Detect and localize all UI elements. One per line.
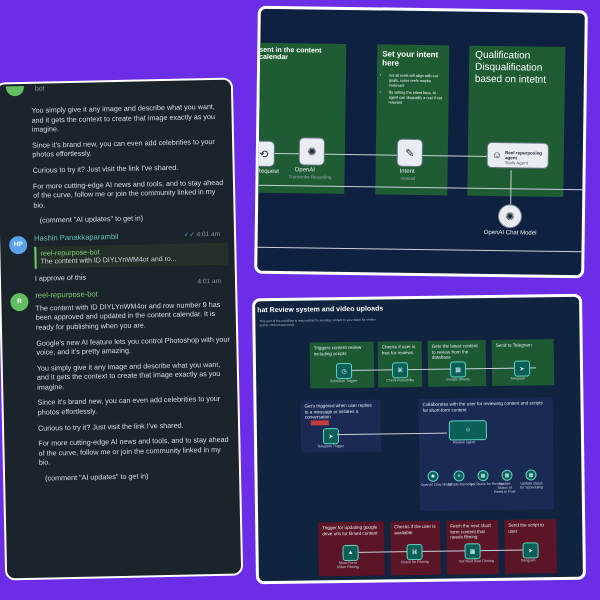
code-icon: ⌘ [397, 367, 404, 374]
note-bullet: not all reels will align with our goals,… [389, 74, 444, 89]
telegram-icon: ➤ [519, 366, 525, 373]
database-icon: ≡ [457, 472, 461, 479]
timestamp: ✓✓ 4:01 am [184, 230, 220, 240]
telegram-icon: ➤ [328, 433, 334, 440]
chat-model-node[interactable]: ✺ [427, 470, 439, 482]
sender-name: bot [34, 85, 45, 93]
bot-message: R reel-repurpose-bot 4:01 am The content… [1, 278, 239, 484]
sheets-icon: ▦ [504, 472, 510, 479]
avatar [5, 85, 25, 97]
sheets-tool-node[interactable]: ▦ [525, 469, 537, 481]
message-paragraph: Since it's brand new, you can even add c… [37, 394, 221, 417]
node-label: Telegram Trigger [317, 444, 345, 449]
node-label: Short Form Video Filming [336, 560, 359, 570]
workflow-canvas-intent: sent in the content calendar Set your in… [254, 5, 588, 279]
node-label: Update status for Scheduling [520, 481, 544, 490]
node-label: Google Sheets [446, 377, 470, 382]
timestamp: 4:01 am [197, 277, 222, 286]
drive-icon: ▲ [347, 549, 354, 557]
status-badge [310, 420, 329, 426]
pencil-icon: ✎ [405, 147, 415, 160]
intent-node[interactable]: ✎ [396, 138, 424, 168]
openai-icon: ✺ [430, 473, 436, 480]
node-label: Schedule Trigger [330, 378, 358, 384]
canvas-guide-line [257, 246, 588, 253]
openai-node[interactable]: ✺ [298, 137, 326, 166]
node-label: OpenAI [294, 167, 315, 174]
node-label: Telegram [510, 376, 525, 381]
node-label: Telegram [520, 558, 536, 563]
avatar: R [10, 293, 29, 312]
message-body: You simply give it any image and describ… [0, 102, 234, 227]
trigger-node[interactable]: ◷ [335, 362, 353, 380]
message-paragraph: Curious to try it? Just visit the link I… [32, 162, 179, 175]
sheets-icon: ▦ [528, 471, 534, 478]
sticky-note-qualification[interactable]: Qualification Disqualification based on … [467, 45, 566, 197]
telegram-trigger-node[interactable]: ➤ [322, 428, 340, 445]
openai-icon: ✺ [307, 145, 317, 159]
workflow-title: hat Review system and video uploads [257, 305, 384, 315]
check-node[interactable]: ⌘ [406, 543, 423, 561]
message-paragraph: You simply give it any image and describ… [31, 101, 216, 134]
sheets-node[interactable]: ▦ [449, 361, 467, 378]
note-bullet: By setting the intent here, AI agent can… [389, 91, 444, 106]
sheets-node[interactable]: ▦ [464, 543, 481, 560]
sticky-note[interactable]: Collaborates with the user for reviewing… [418, 397, 554, 511]
note-bullets: not all reels will align with our goals,… [382, 73, 444, 106]
message-paragraph: For more cutting-edge AI news and tools,… [38, 434, 229, 468]
message-paragraph: Since it's brand new, you can even add c… [32, 136, 215, 160]
node-label: Request [256, 168, 279, 176]
node-label: Review agent [453, 440, 475, 445]
node-sublabel: manual [400, 175, 416, 181]
message-paragraph: Curious to try it? Just visit the link I… [37, 420, 184, 433]
chat-model-node[interactable]: ✺ [497, 204, 523, 229]
avatar: HP [9, 235, 28, 255]
robot-icon: ☺ [491, 149, 503, 161]
message-paragraph: Google's new AI feature lets you control… [36, 334, 230, 357]
node-label: Update Status of Reels to Post [494, 481, 516, 494]
message-paragraph: (comment "AI updates" to get in) [45, 471, 149, 483]
trigger-node[interactable]: ▲ [342, 544, 359, 562]
telegram-node[interactable]: ➤ [522, 542, 539, 559]
node-sublabel: Transcribe Recording [288, 174, 332, 180]
read-check-icon: ✓✓ [183, 231, 197, 239]
reply-quote[interactable]: reel-repurpose-bot The content with ID D… [34, 242, 229, 269]
message-paragraph: You simply give it any image and describ… [36, 359, 221, 392]
telegram-chat-panel: bot You simply give it any image and des… [0, 77, 244, 581]
code-icon: ⌘ [411, 549, 418, 556]
node-label: Reel repurposing agent [504, 150, 543, 161]
webhook-icon: ⟲ [259, 148, 269, 161]
sheets-tool-node[interactable]: ▦ [501, 469, 513, 481]
sheets-icon: ▦ [480, 472, 486, 479]
sheets-icon: ▦ [455, 366, 461, 373]
workflow-canvas-review: hat Review system and video uploads This… [252, 293, 586, 585]
node-label: Check Availability [386, 378, 415, 383]
time-text: 4:01 am [196, 230, 221, 239]
check-node[interactable]: ⌘ [391, 362, 409, 379]
workflow-description: This part of the workflow is responsible… [259, 317, 376, 328]
sender-name[interactable]: reel-repurpose-bot [35, 289, 98, 300]
note-title: Set your intent here [382, 49, 439, 68]
node-label: Get Next Reel Filming [458, 558, 494, 564]
telegram-icon: ➤ [528, 547, 534, 554]
message-paragraph: (comment "AI updates" to get in) [39, 213, 144, 225]
node-label: Check for Filming [400, 559, 429, 565]
webhook-node[interactable]: ⟲ [254, 140, 276, 167]
sheets-icon: ▦ [469, 548, 476, 555]
telegram-node[interactable]: ➤ [513, 360, 531, 377]
clock-icon: ◷ [341, 368, 347, 375]
memory-node[interactable]: ≡ [453, 470, 465, 482]
message-paragraph: The content with ID DIYLYnWM4or and row … [35, 299, 221, 332]
robot-icon: ☺ [464, 427, 471, 434]
user-message: HP Hashin Panakkaparambil ✓✓ 4:01 am ree… [0, 230, 235, 284]
node-sublabel: Tools Agent [504, 160, 529, 166]
node-label: Intent [399, 168, 415, 175]
sheets-tool-node[interactable]: ▦ [477, 470, 489, 482]
node-label: OpenAI Chat Model [483, 229, 537, 237]
message-paragraph: For more cutting-edge AI news and tools,… [32, 177, 224, 210]
review-agent-node[interactable]: ☺ [448, 420, 488, 441]
openai-icon: ✺ [505, 210, 515, 223]
